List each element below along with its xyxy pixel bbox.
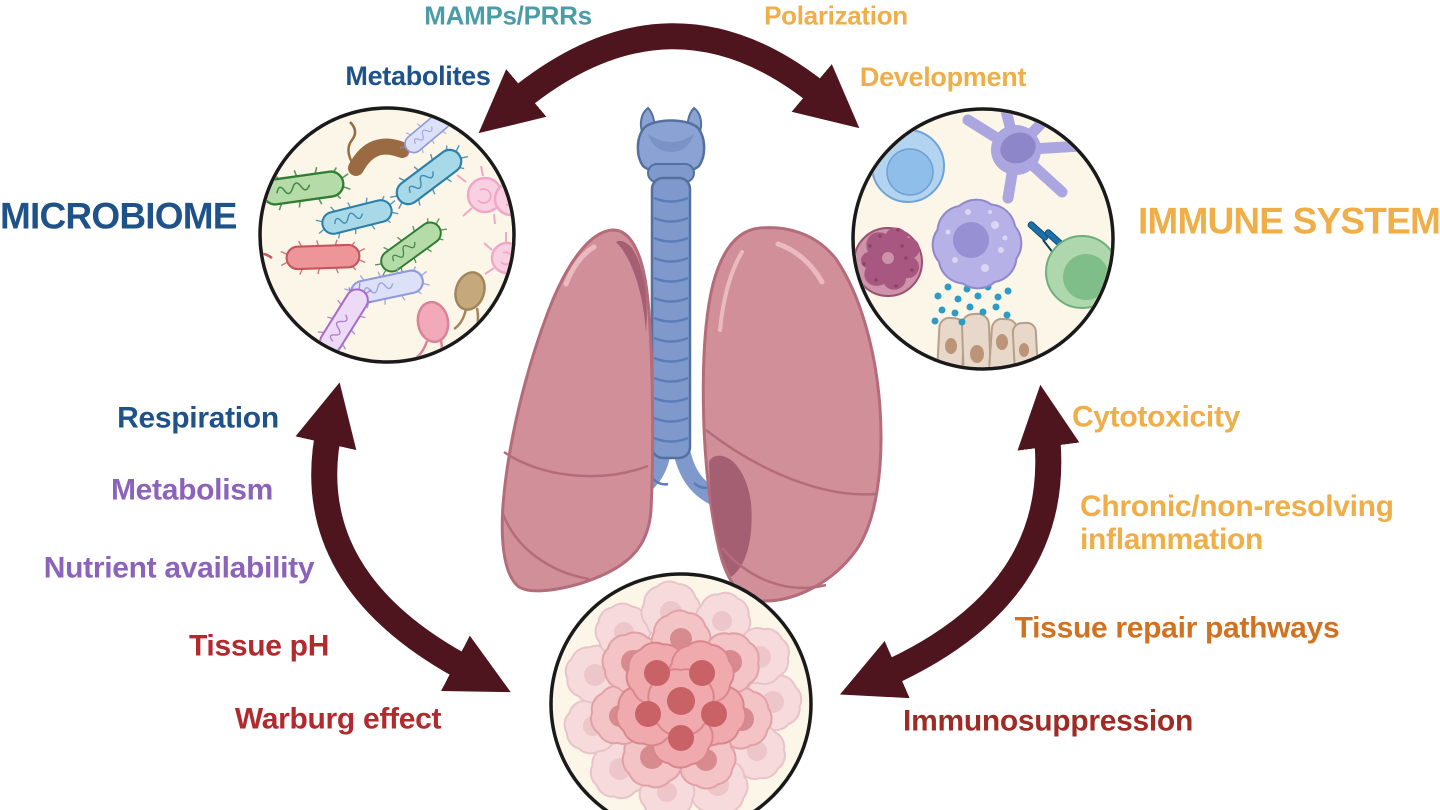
arrow-immune-tumor — [839, 384, 1080, 699]
label-respiration: Respiration — [117, 401, 279, 435]
label-immunosuppression: Immunosuppression — [903, 704, 1193, 738]
macrophage-cell — [922, 189, 1032, 299]
tan-microbe — [453, 271, 486, 333]
arrow-microbiome-tumor — [295, 382, 511, 693]
label-metabolites: Metabolites — [345, 60, 491, 91]
t-cell — [1027, 221, 1111, 309]
bacteria-group — [262, 110, 512, 360]
label-development: Development — [859, 61, 1027, 92]
tumor-cells-group — [556, 572, 805, 810]
microbiome-circle — [258, 106, 516, 364]
neutrophil-cell — [855, 227, 923, 297]
left-lung — [500, 228, 655, 593]
label-chronic-inflammation: Chronic/non-resolving inflammation — [1080, 490, 1394, 556]
trachea-illustration — [624, 106, 723, 506]
label-cytotoxicity: Cytotoxicity — [1071, 400, 1241, 434]
label-nutrient-availability: Nutrient availability — [43, 551, 315, 585]
cycle-arrows — [295, 23, 1080, 699]
lungs-illustration — [500, 226, 883, 603]
coccus — [483, 232, 512, 275]
tumor-circle — [549, 572, 813, 810]
immune-circle — [851, 107, 1115, 371]
label-mamps-prrs: MAMPs/PRRs — [424, 0, 592, 31]
label-warburg-effect: Warburg effect — [234, 702, 442, 736]
epithelial-cells — [935, 312, 1040, 367]
label-polarization: Polarization — [764, 0, 908, 31]
label-tissue-ph: Tissue pH — [188, 629, 330, 663]
tumor-inner-nuclei — [635, 660, 727, 751]
immune-system-title: IMMUNE SYSTEM — [1137, 200, 1440, 242]
pink-microbe — [411, 300, 450, 360]
label-metabolism: Metabolism — [110, 473, 274, 507]
lymphocyte-cell — [871, 129, 945, 203]
dendritic-cell — [962, 111, 1086, 204]
label-tissue-repair: Tissue repair pathways — [1014, 611, 1340, 645]
microbiome-title: MICROBIOME — [0, 195, 237, 237]
arrow-microbiome-immune — [478, 23, 860, 134]
